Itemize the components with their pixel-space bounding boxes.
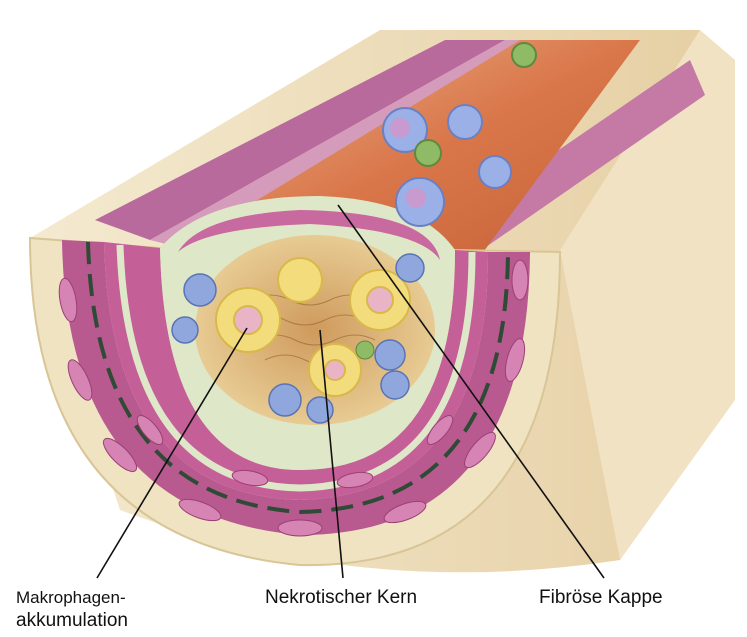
label-macrophage-line1: Makrophagen- [16, 586, 128, 609]
label-fibrous-cap: Fibröse Kappe [539, 586, 663, 609]
label-macrophage-accumulation: Makrophagen- akkumulation [16, 586, 128, 632]
green-cell [356, 341, 374, 359]
label-macrophage-line2: akkumulation [16, 609, 128, 632]
label-necrotic-core: Nekrotischer Kern [265, 586, 417, 609]
